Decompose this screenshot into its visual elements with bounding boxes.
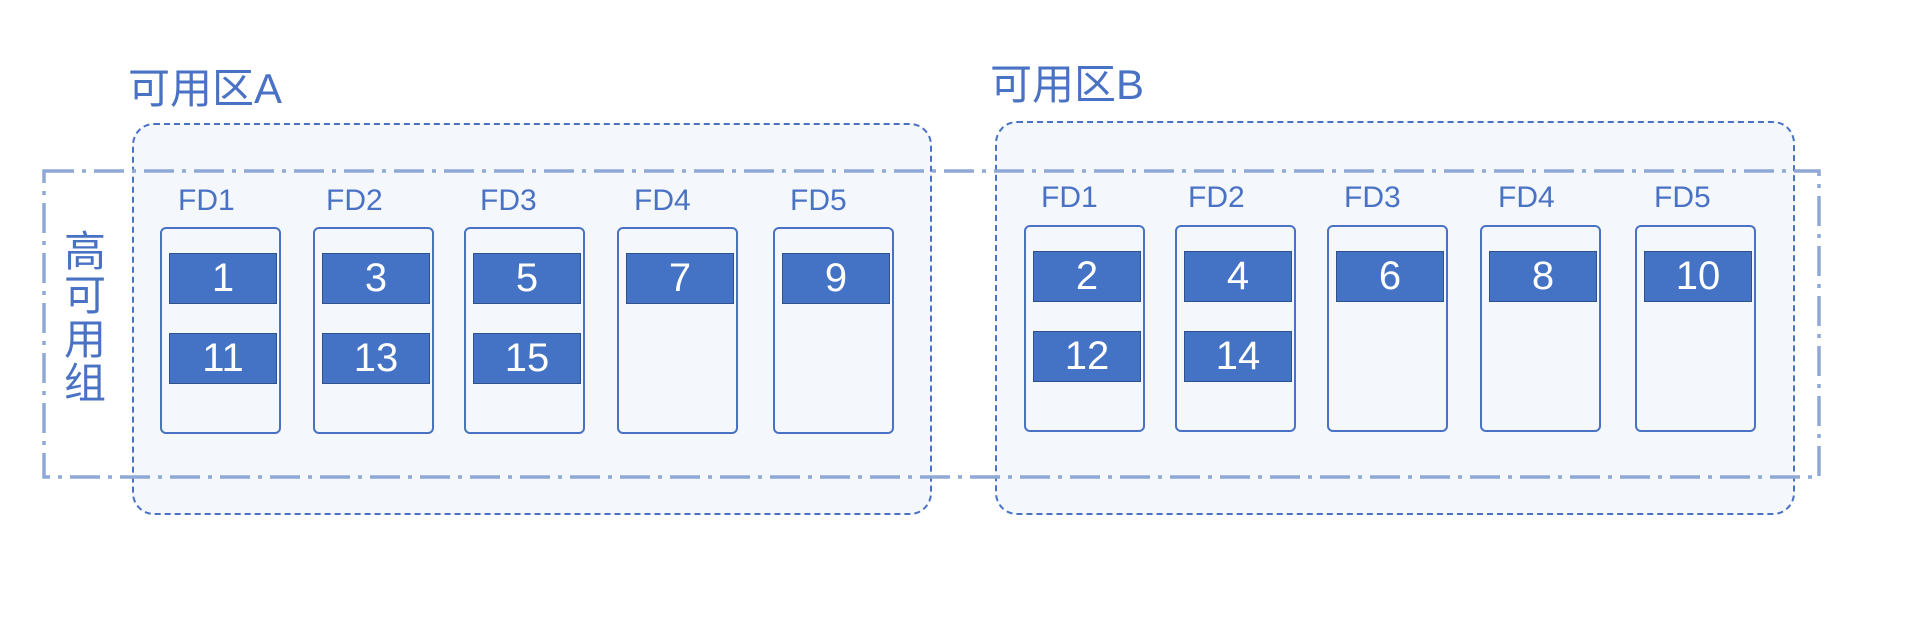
zone-b-fd3: 6 [1327,225,1448,432]
zone-b-fd2-label: FD2 [1188,181,1245,214]
node: 4 [1184,251,1292,302]
node: 14 [1184,331,1292,382]
zone-a-fd3-label: FD3 [480,184,537,217]
ha-group-label-char: 可 [63,272,106,319]
zone-a-fd1: 1 11 [160,227,281,434]
zone-a-fd2-label: FD2 [326,184,383,217]
zone-b-title: 可用区B [990,61,1145,108]
zone-b-fd1: 2 12 [1024,225,1145,432]
zone-a-fd4: 7 [617,227,738,434]
zone-a-fd1-label: FD1 [178,184,235,217]
node: 3 [322,253,430,304]
node: 13 [322,333,430,384]
node: 5 [473,253,581,304]
zone-a-title: 可用区A [128,65,283,112]
zone-b-fd5: 10 [1635,225,1756,432]
zone-a-fd5-label: FD5 [790,184,847,217]
node: 15 [473,333,581,384]
node: 2 [1033,251,1141,302]
ha-group-label-char: 高 [63,228,106,275]
zone-b-fd5-label: FD5 [1654,181,1711,214]
zone-b-fd4: 8 [1480,225,1601,432]
ha-group-label-char: 用 [63,316,106,363]
zone-b-fd3-label: FD3 [1344,181,1401,214]
ha-group-label: 高 可 用 组 [60,230,110,406]
node: 7 [626,253,734,304]
zone-b-fd2: 4 14 [1175,225,1296,432]
zone-a-fd2: 3 13 [313,227,434,434]
node: 11 [169,333,277,384]
node: 9 [782,253,890,304]
zone-a-fd5: 9 [773,227,894,434]
zone-a-fd4-label: FD4 [634,184,691,217]
node: 12 [1033,331,1141,382]
node: 10 [1644,251,1752,302]
node: 6 [1336,251,1444,302]
node: 1 [169,253,277,304]
zone-b-fd4-label: FD4 [1498,181,1555,214]
node: 8 [1489,251,1597,302]
zone-b-fd1-label: FD1 [1041,181,1098,214]
zone-a-fd3: 5 15 [464,227,585,434]
ha-group-label-char: 组 [63,360,106,407]
